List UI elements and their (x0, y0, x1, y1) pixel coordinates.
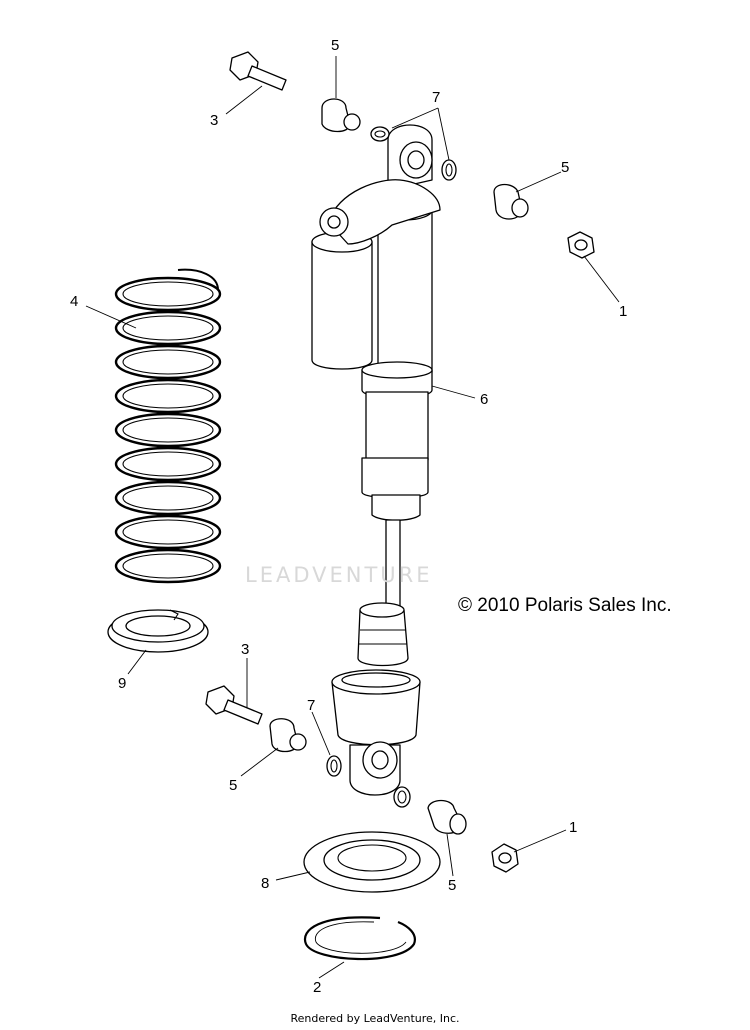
callout-9: 9 (118, 675, 126, 692)
retaining-ring (303, 916, 416, 961)
callout-1-top: 1 (619, 303, 627, 320)
callout-1-bottom: 1 (569, 819, 577, 836)
bolt-bottom (205, 685, 263, 725)
bushing-lower-left (269, 718, 307, 753)
callout-7-top: 7 (432, 89, 440, 106)
shock-absorber (311, 124, 441, 796)
washer (303, 831, 441, 893)
bushing-top (321, 98, 361, 133)
callout-5-left: 5 (229, 777, 237, 794)
callout-7-bottom: 7 (307, 697, 315, 714)
callout-3-bottom: 3 (241, 641, 249, 658)
callout-labels: 3 5 7 5 1 4 6 9 3 5 7 1 5 8 2 (70, 37, 627, 996)
watermark: LEADVENTURE (245, 563, 433, 587)
callout-2: 2 (313, 979, 321, 996)
spring-seat (107, 609, 209, 653)
callout-4: 4 (70, 293, 78, 310)
nut-top (567, 231, 595, 259)
render-credit: Rendered by LeadVenture, Inc. (290, 1012, 460, 1025)
leader-lines (85, 56, 620, 979)
callout-5-bottom: 5 (448, 877, 456, 894)
callout-5-right: 5 (561, 159, 569, 176)
copyright-notice: © 2010 Polaris Sales Inc. (458, 595, 672, 616)
bushing-bottom (427, 799, 467, 835)
bolt-top (229, 51, 287, 91)
callout-6: 6 (480, 391, 488, 408)
bushing-right (493, 183, 529, 220)
o-rings (326, 126, 457, 808)
nut-bottom (491, 843, 519, 873)
callout-3-top: 3 (210, 112, 218, 129)
callout-5-top: 5 (331, 37, 339, 54)
callout-8: 8 (261, 875, 269, 892)
coil-spring (114, 268, 222, 584)
